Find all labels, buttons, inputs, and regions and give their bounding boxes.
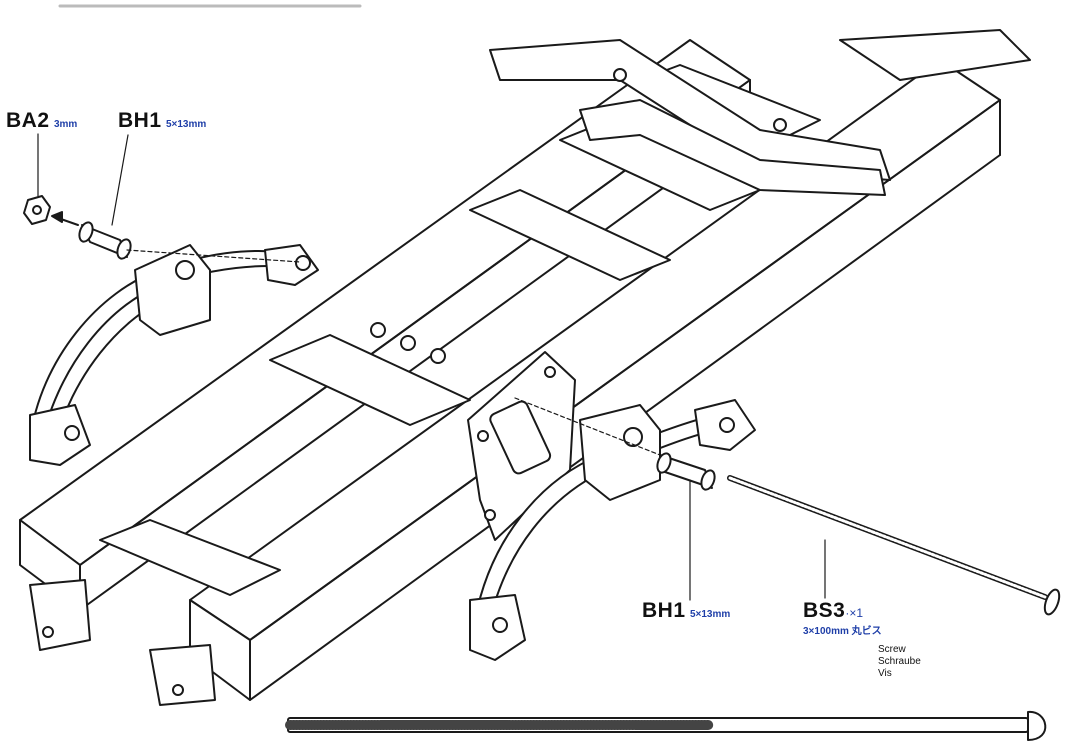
ba2-spec: 3mm	[53, 119, 78, 130]
ba2-label: BA2 3mm	[6, 110, 77, 131]
bh1-top-code: BH1	[118, 109, 162, 132]
front-brackets	[29, 579, 216, 706]
ba2-nut-part	[23, 195, 51, 225]
bh1-label-bottom: BH1 5×13mm	[642, 600, 730, 621]
bs3-spec: 3×100mm 丸ビス	[803, 626, 882, 637]
bs3-screw-part	[514, 397, 1061, 616]
bh1-spacer-part-left	[78, 221, 132, 260]
insertion-arrow	[51, 211, 79, 226]
bh1-bottom-code: BH1	[642, 599, 686, 622]
leader-lines-left	[37, 133, 301, 263]
chassis-rail-left	[19, 39, 751, 611]
bs3-name-en: Screw	[878, 644, 906, 655]
ba2-code: BA2	[6, 109, 50, 132]
bh1-top-spec: 5×13mm	[165, 119, 207, 130]
bs3-label: BS3·×1	[803, 600, 863, 621]
bs3-name-fr: Vis	[878, 668, 892, 679]
bs3-name-de: Schraube	[878, 656, 921, 667]
bh1-label-top: BH1 5×13mm	[118, 110, 206, 131]
screw-actual-size-reference	[285, 710, 1047, 741]
leaf-spring-left	[29, 244, 319, 466]
bs3-qty: ·×1	[845, 606, 864, 620]
bs3-names: Screw Schraube Vis	[878, 644, 921, 680]
cross-members	[99, 64, 821, 596]
outrigger-brackets	[489, 29, 1031, 196]
bh1-bottom-spec: 5×13mm	[689, 609, 731, 620]
bs3-code: BS3	[803, 599, 846, 622]
bh1-spacer-part-right	[656, 452, 716, 491]
leader-lines-right	[689, 479, 826, 601]
